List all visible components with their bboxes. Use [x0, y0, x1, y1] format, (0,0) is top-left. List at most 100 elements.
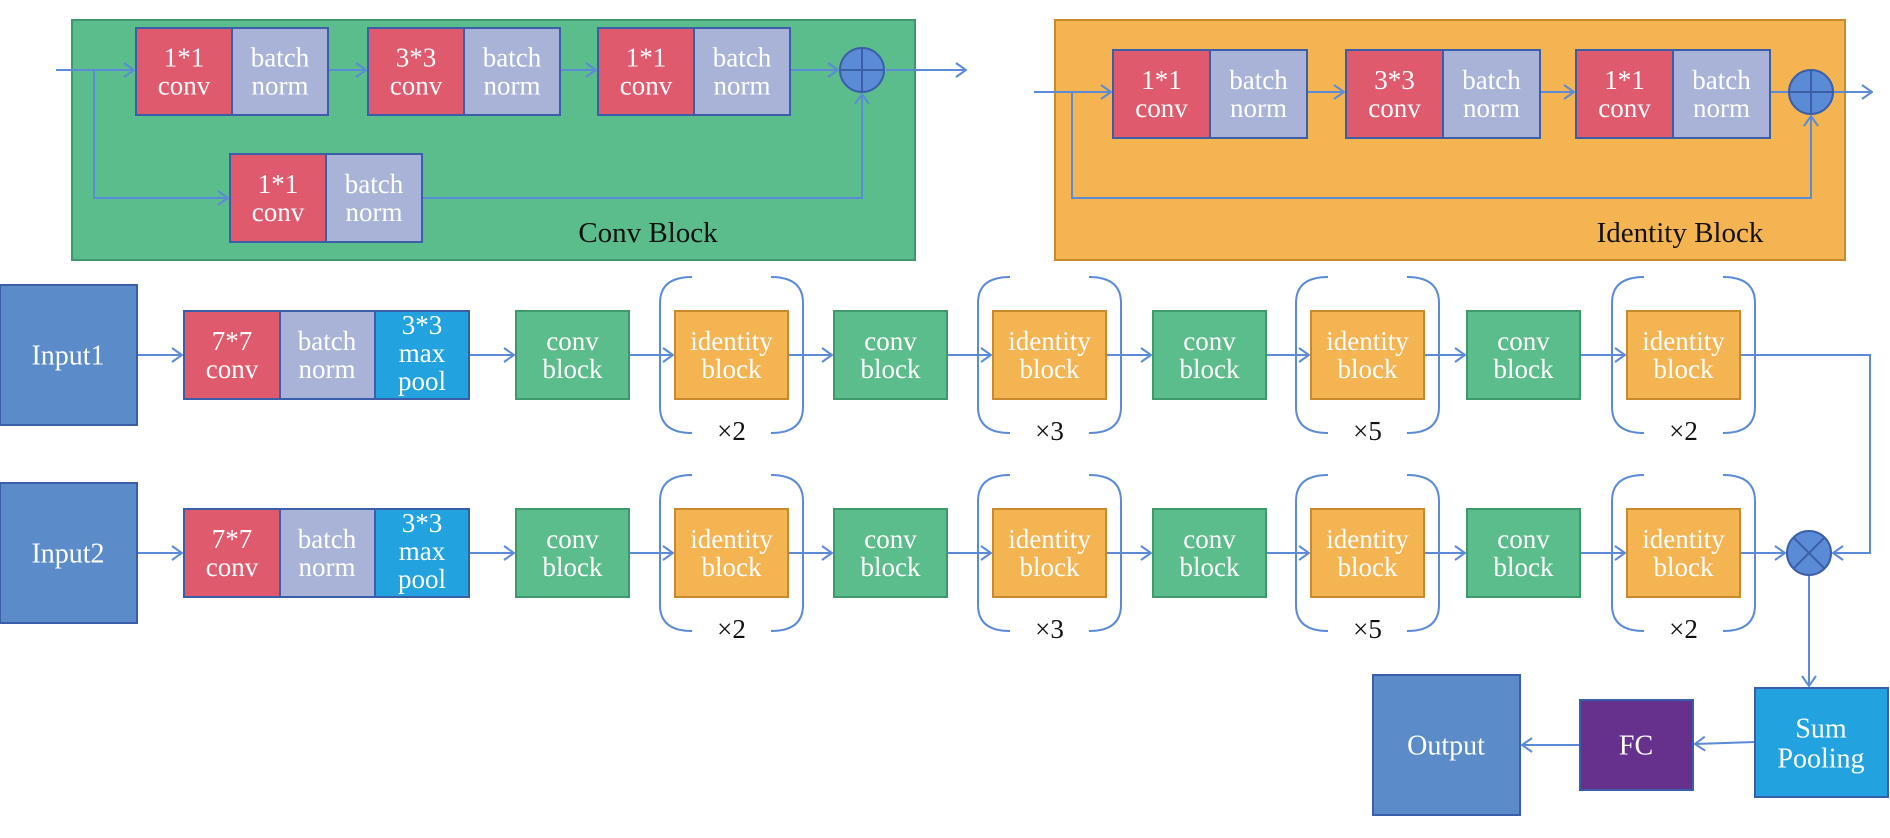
stream-2-stage-4-identity-block-label-line: block	[1654, 552, 1714, 582]
stream-1-stage-4-identity-block-label-line: block	[1654, 354, 1714, 384]
stem-1-bn-label-line: batch	[298, 326, 357, 356]
stream-2-stage-4-conv-block-label-line: conv	[1497, 524, 1550, 554]
stem-1-bn-label-line: norm	[299, 354, 356, 384]
identity-panel-main-1-conv-label-line: conv	[1368, 93, 1421, 123]
stream-1-stage-4-conv-block-label-line: block	[1494, 354, 1554, 384]
stream-2-stage-4-conv-block	[1466, 508, 1581, 598]
stream-1-stage-3-conv-block	[1152, 310, 1267, 400]
input-2-box	[0, 482, 138, 624]
sum-pooling-label-line: Sum	[1795, 714, 1847, 745]
conv-panel-main-2-conv-label-line: 1*1	[626, 43, 667, 73]
stream-1-stage-3-identity-block	[1310, 310, 1425, 400]
identity-panel-main-0-conv-label-line: conv	[1135, 93, 1188, 123]
conv-panel-add-op-plus-glyph	[840, 48, 884, 92]
identity-panel-main-1-conv	[1345, 49, 1444, 139]
stem-1-batch-norm	[279, 310, 376, 400]
sum-pooling-to-fc	[1695, 742, 1756, 744]
stream-2-stage-4-identity-block	[1626, 508, 1741, 598]
stem-2-conv-label-line: conv	[206, 552, 259, 582]
stream-1-to-fusion	[1740, 354, 1871, 553]
stem-1-max-pool	[374, 310, 470, 400]
output-box	[1372, 674, 1521, 816]
fc-label-line: FC	[1619, 731, 1653, 762]
sum-pooling-box	[1754, 687, 1889, 798]
stream-1-stage-2-identity-block-label-line: block	[1020, 354, 1080, 384]
sum-pooling-label-line: Pooling	[1777, 744, 1864, 775]
identity-panel-main-1-bn-label-line: batch	[1462, 65, 1521, 95]
identity-panel-main-1-bn-label-line: norm	[1463, 93, 1520, 123]
input-1-label-line: Input1	[31, 341, 104, 372]
conv-panel-main-1-conv	[367, 27, 465, 116]
stem-2-max-pool	[374, 508, 470, 598]
stream-1-stage-1-repeat-count-line: ×2	[717, 416, 746, 446]
conv-panel-main-2-batch-norm	[693, 27, 791, 116]
stream-1-stage-2-conv-block	[833, 310, 948, 400]
stream-1-stage-4-identity-block-label-line: identity	[1642, 326, 1725, 356]
conv-panel-main-2-conv	[597, 27, 695, 116]
stream-1-stage-4-identity-block	[1626, 310, 1741, 400]
stream-1-stage-3-conv-block-label-line: block	[1180, 354, 1240, 384]
stem-2-conv-label-line: 7*7	[212, 524, 253, 554]
conv-panel-shortcut-bn-label-line: norm	[346, 197, 403, 227]
stream-2-stage-3-conv-block-label-line: conv	[1183, 524, 1236, 554]
identity-panel-title-line: Identity Block	[1597, 217, 1764, 249]
fc-box	[1579, 699, 1694, 791]
conv-panel-main-2-bn-label-line: norm	[714, 71, 771, 101]
stream-1-stage-2-conv-block-label-line: conv	[864, 326, 917, 356]
conv-panel-shortcut-conv	[229, 153, 327, 243]
identity-panel-main-0-bn-label-line: norm	[1230, 93, 1287, 123]
stem-1-pool-label-line: 3*3	[402, 310, 443, 340]
stream-2-stage-2-conv-block-label-line: conv	[864, 524, 917, 554]
stem-1-conv-label-line: conv	[206, 354, 259, 384]
conv-panel-main-0-batch-norm	[231, 27, 329, 116]
stream-2-stage-2-conv-block	[833, 508, 948, 598]
stem-2-pool-label-line: max	[399, 536, 446, 566]
identity-panel-main-2-bn-label-line: norm	[1693, 93, 1750, 123]
conv-panel-shortcut-conv-label-line: 1*1	[258, 169, 299, 199]
conv-panel-shortcut-out	[422, 94, 862, 199]
identity-panel-main-2-batch-norm	[1672, 49, 1771, 139]
identity-panel-main-0-bn-label-line: batch	[1229, 65, 1288, 95]
identity-panel-skip	[1071, 92, 1811, 199]
output-label-line: Output	[1407, 731, 1485, 762]
identity-panel-add-op-plus-glyph	[1789, 70, 1833, 114]
identity-panel-main-0-conv	[1112, 49, 1211, 139]
stream-1-stage-1-conv-block-label-line: conv	[546, 326, 599, 356]
conv-panel-main-0-conv	[135, 27, 233, 116]
stream-1-stage-1-identity-block-label-line: block	[702, 354, 762, 384]
conv-panel-main-1-conv-label-line: conv	[390, 71, 443, 101]
stream-2-stage-2-conv-block-label-line: block	[861, 552, 921, 582]
stream-1-stage-1-identity-block	[674, 310, 789, 400]
conv-panel-main-0-bn-label-line: batch	[251, 43, 310, 73]
stream-2-stage-4-repeat-count-line: ×2	[1669, 614, 1698, 644]
stream-1-stage-3-identity-block-label-line: block	[1338, 354, 1398, 384]
stem-1-pool-label-line: pool	[398, 366, 446, 396]
input-1-box	[0, 284, 138, 426]
stream-2-stage-2-identity-block	[992, 508, 1107, 598]
conv-panel-main-1-conv-label-line: 3*3	[396, 43, 437, 73]
stream-1-stage-2-identity-block	[992, 310, 1107, 400]
conv-panel-shortcut-in	[93, 70, 228, 198]
conv-panel-shortcut-conv-label-line: conv	[252, 197, 305, 227]
conv-panel-shortcut-bn-label-line: batch	[345, 169, 404, 199]
conv-panel-main-1-batch-norm	[463, 27, 561, 116]
stream-1-stage-4-conv-block	[1466, 310, 1581, 400]
identity-panel-main-0-conv-label-line: 1*1	[1141, 65, 1182, 95]
stream-2-stage-4-identity-block-label-line: identity	[1642, 524, 1725, 554]
stream-2-stage-1-identity-block-label-line: block	[702, 552, 762, 582]
stream-2-stage-1-identity-block	[674, 508, 789, 598]
stream-2-stage-1-identity-block-label-line: identity	[690, 524, 773, 554]
stream-1-stage-2-identity-block-label-line: identity	[1008, 326, 1091, 356]
identity-panel-main-1-conv-label-line: 3*3	[1374, 65, 1415, 95]
stem-1-conv-label-line: 7*7	[212, 326, 253, 356]
identity-panel-main-2-conv-label-line: conv	[1598, 93, 1651, 123]
stream-1-stage-1-conv-block	[515, 310, 630, 400]
stream-2-stage-3-conv-block-label-line: block	[1180, 552, 1240, 582]
conv-panel-title-line: Conv Block	[578, 217, 718, 249]
stem-1-pool-label-line: max	[399, 338, 446, 368]
stream-2-stage-1-conv-block-label-line: conv	[546, 524, 599, 554]
stream-1-stage-2-conv-block-label-line: block	[861, 354, 921, 384]
stream-1-stage-3-identity-block-label-line: identity	[1326, 326, 1409, 356]
stream-1-stage-4-repeat-count-line: ×2	[1669, 416, 1698, 446]
